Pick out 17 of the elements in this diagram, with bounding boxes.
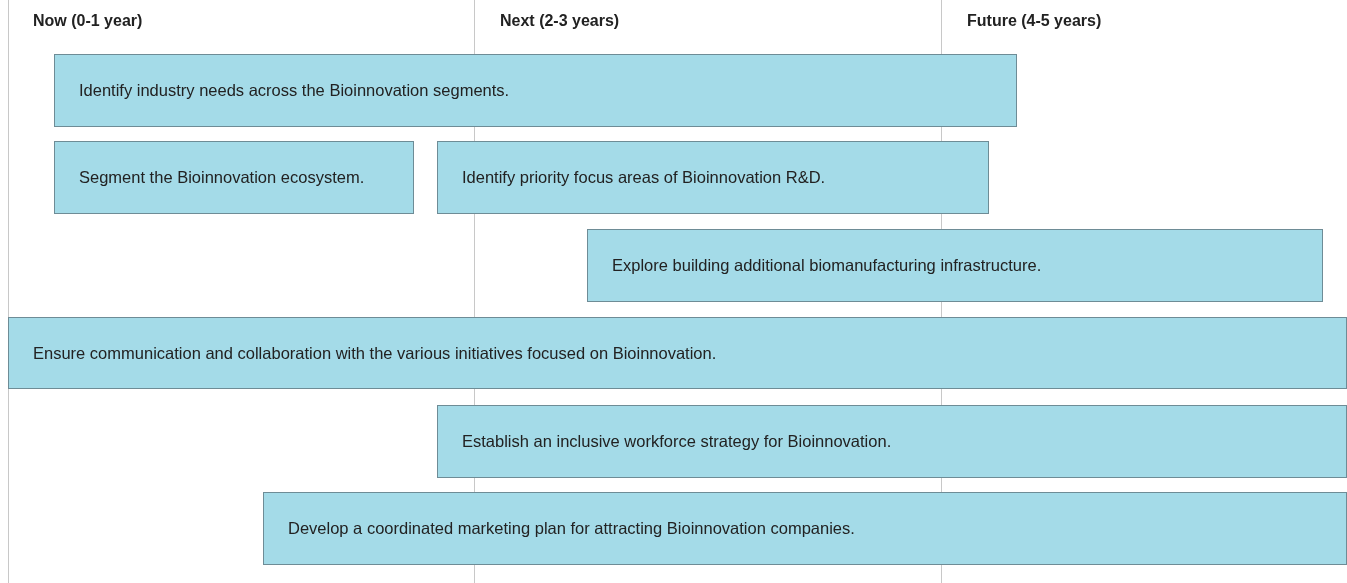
task-text: Establish an inclusive workforce strategy for Bioinnovation. [462,431,892,452]
timeline-bar [437,405,1347,478]
timeline-bar [54,54,1017,127]
column-heading: Next (2-3 years) [500,12,620,30]
task-text: Explore building additional biomanufacturing infrastructure. [612,255,1042,276]
timeline-bar [437,141,989,214]
timeline-bar [54,141,414,214]
task-text: Develop a coordinated marketing plan for attracting Bioinnovation companies. [288,518,855,539]
timeline-bar [263,492,1347,565]
timeline-bar [587,229,1323,302]
task-text: Segment the Bioinnovation ecosystem. [79,167,365,188]
task-text: Identify priority focus areas of Bioinnovation R&D. [462,167,826,188]
column-heading: Now (0-1 year) [33,12,143,30]
timeline-bar [8,317,1347,389]
task-text: Identify industry needs across the Bioinnovation segments. [79,80,510,101]
task-text: Ensure communication and collaboration with the various initiatives focused on Bioinnovation. [33,342,717,364]
column-heading: Future (4-5 years) [967,12,1102,30]
